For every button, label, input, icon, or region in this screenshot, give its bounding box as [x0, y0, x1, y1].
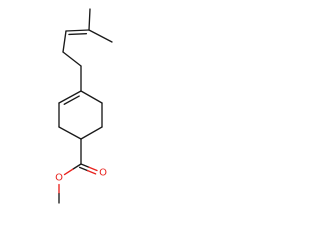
- single-bond-c_vin-c_ch2a: [62, 30, 67, 53]
- single-bond-c_me1-c_dbl: [88, 29, 113, 43]
- single-bond-c_r4-c_r5-line: [80, 126, 103, 140]
- double-bond-c_r1-c_r2-line: [58, 90, 82, 104]
- double-bond-c_co-o_dbl-line-half-b: [88, 166, 98, 172]
- double-bond-c_dbl-c_vin-second: [68, 33, 88, 36]
- double-bond-c_co-o_dbl-second-half-a: [78, 166, 89, 172]
- bonds-layer: [58, 8, 113, 204]
- double-bond-c_co-o_dbl-second-half-b: [86, 169, 97, 175]
- single-bond-c_me1-c_dbl-line: [88, 29, 113, 43]
- double-bond-c_dbl-c_vin: [65, 29, 90, 36]
- double-bond-c_r1-c_r2: [58, 90, 82, 105]
- molecule-structure: OO: [55, 8, 113, 204]
- atom-label-o_est: O: [55, 173, 63, 184]
- double-bond-c_dbl-c_vin-line: [65, 29, 90, 32]
- single-bond-c_co-o_est: [63, 163, 82, 176]
- single-bond-c_co-o_est-line-half-b: [63, 168, 74, 176]
- double-bond-c_co-o_dbl-line-half-a: [80, 163, 90, 168]
- single-bond-c_r3-c_r4-line: [58, 126, 82, 140]
- single-bond-c_r6-c_r1-line: [80, 90, 103, 104]
- single-bond-c_r4-c_r5: [80, 126, 103, 140]
- single-bond-c_r3-c_r4: [58, 126, 82, 140]
- single-bond-c_co-o_est-line-half-a: [72, 163, 82, 170]
- single-bond-c_r6-c_r1: [80, 90, 103, 104]
- atom-label-o_dbl: O: [99, 168, 107, 179]
- atom-labels-layer: OO: [55, 168, 107, 184]
- double-bond-c_co-o_dbl: [78, 163, 98, 175]
- single-bond-c_ch2a-c_ch2b: [62, 51, 82, 67]
- single-bond-c_dbl-c_me2: [88, 8, 91, 31]
- single-bond-c_vin-c_ch2a-line: [62, 30, 67, 53]
- double-bond-c_r1-c_r2-inner: [63, 95, 80, 105]
- single-bond-c_dbl-c_me2-line: [88, 8, 91, 31]
- single-bond-c_ch2a-c_ch2b-line: [62, 51, 82, 67]
